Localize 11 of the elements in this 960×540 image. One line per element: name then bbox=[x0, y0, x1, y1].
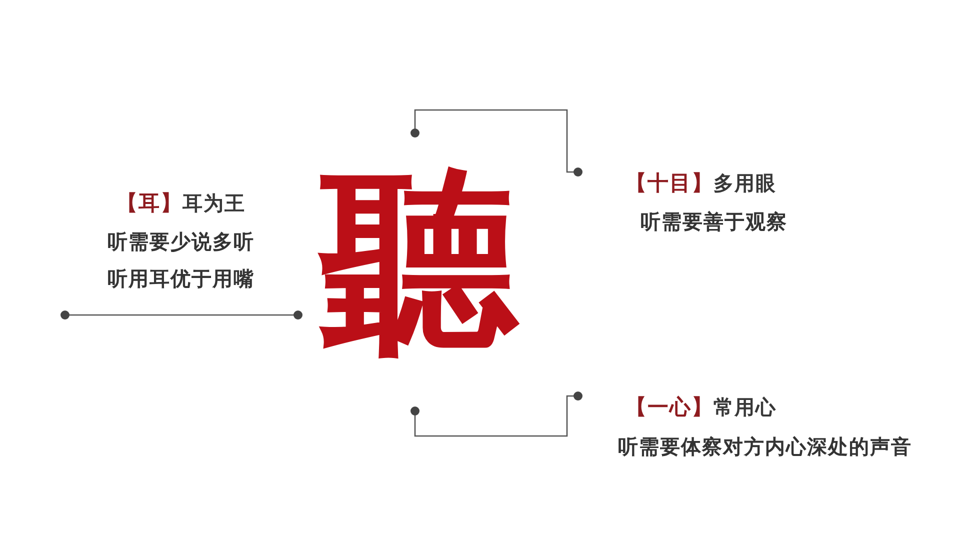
large-character: 聽 bbox=[319, 162, 519, 362]
description-text: 听用耳优于用嘴 bbox=[108, 268, 254, 290]
connector-line bbox=[410, 392, 582, 437]
connector-line bbox=[410, 109, 582, 176]
description-text: 听需要少说多听 bbox=[108, 230, 254, 254]
heading: 【耳】耳为王 bbox=[116, 190, 246, 216]
description-text: 听需要体察对方内心深处的声音 bbox=[618, 436, 912, 458]
connector-line bbox=[60, 310, 302, 320]
heading: 【十目】多用眼 bbox=[626, 170, 776, 196]
description-text: 听需要善于观察 bbox=[640, 210, 788, 234]
heading: 【一心】常用心 bbox=[626, 394, 776, 420]
